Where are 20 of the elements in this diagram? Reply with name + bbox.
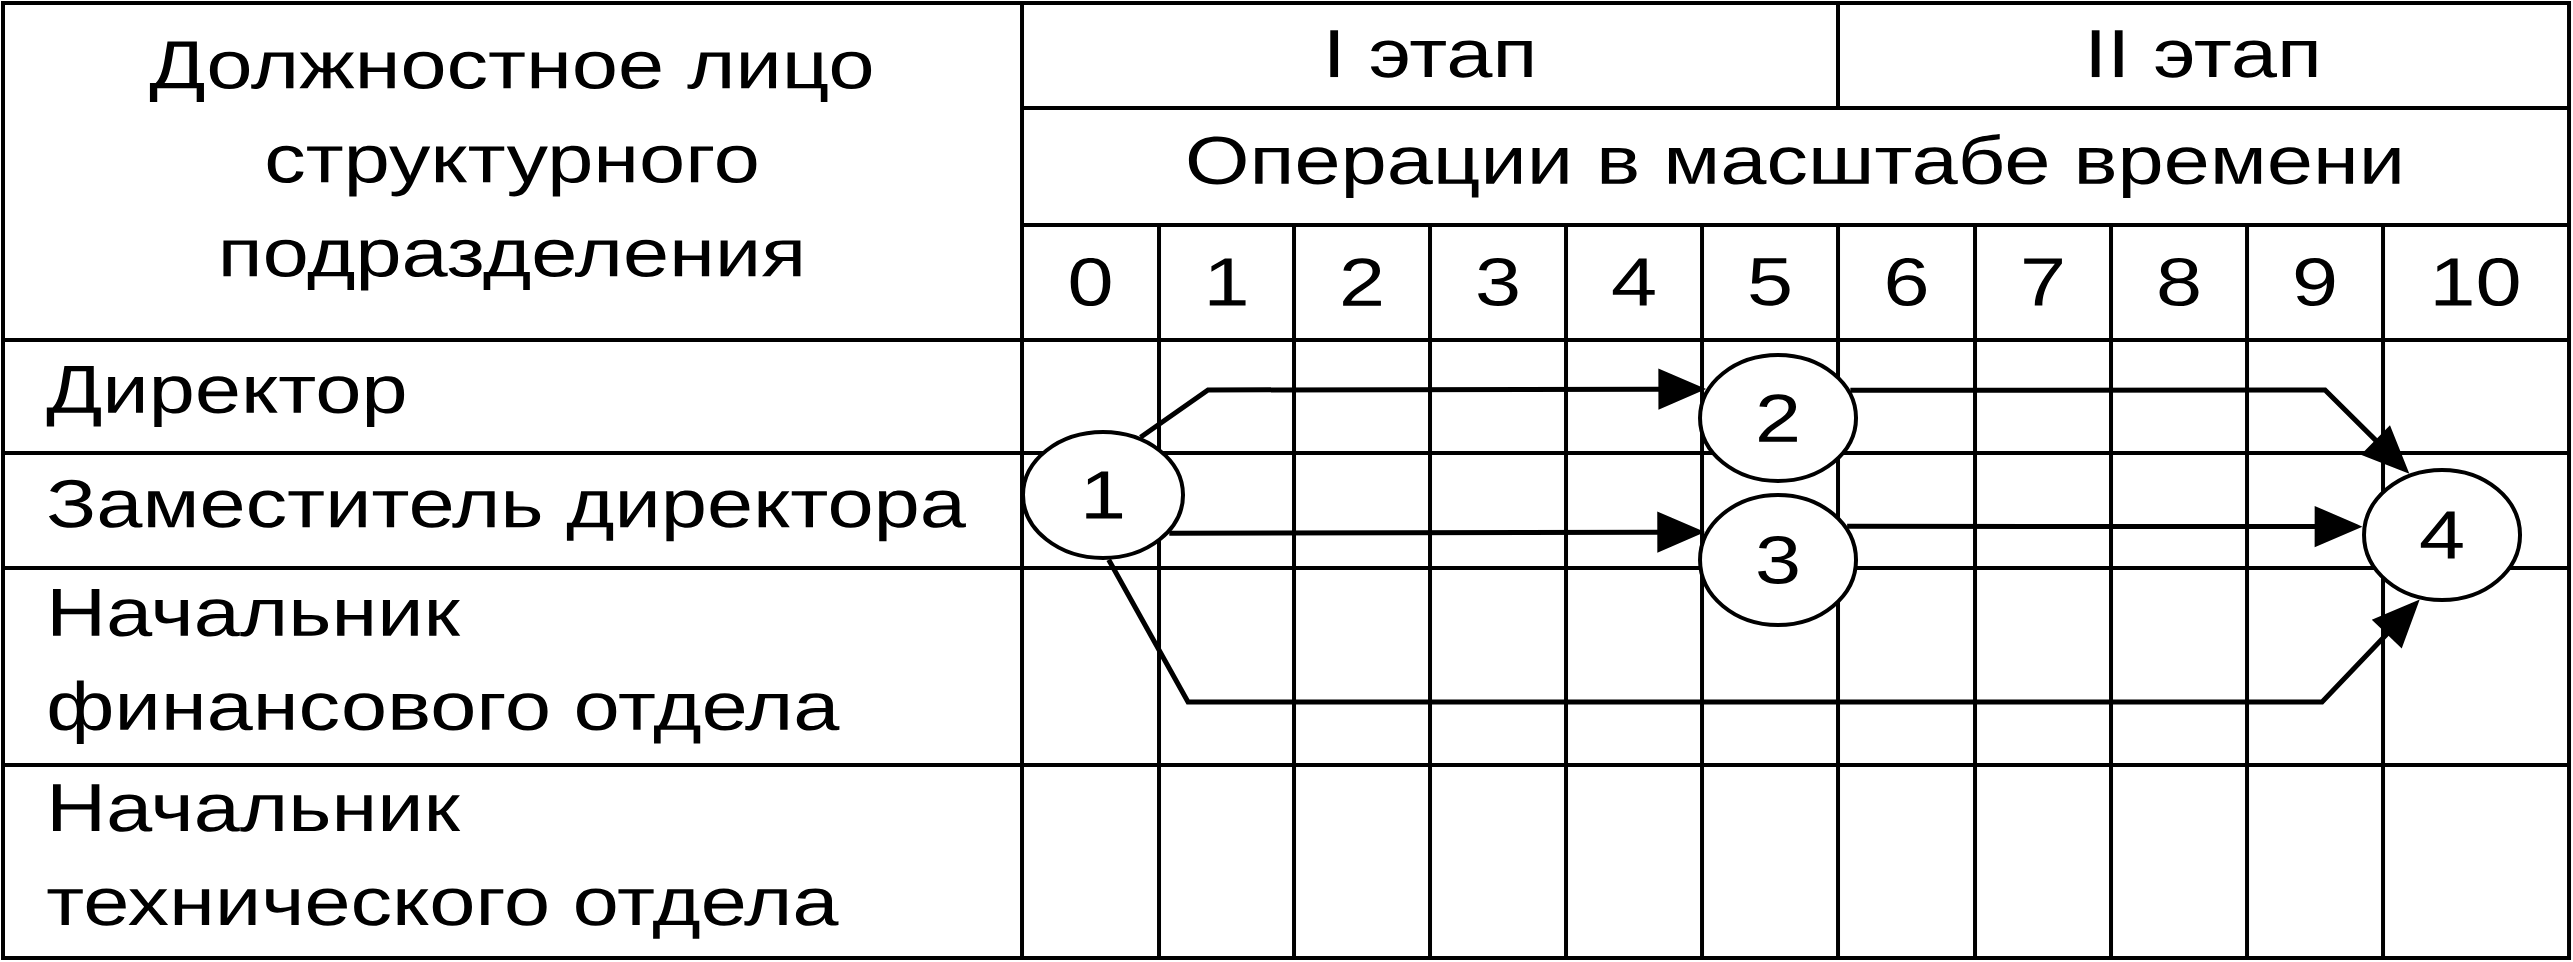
row-label: Начальник технического отдела bbox=[47, 784, 839, 939]
table-header: Должностное лицо структурного подразделения bbox=[149, 41, 872, 291]
node-label: 4 bbox=[2420, 511, 2463, 559]
time-unit-number: 1 bbox=[1209, 258, 1246, 306]
time-scale-header: Операции в масштабе времени bbox=[1188, 134, 2400, 198]
time-unit-number: 9 bbox=[2295, 257, 2335, 307]
row-label: Заместитель директора bbox=[48, 479, 966, 542]
stage-header: I этап bbox=[1330, 30, 1532, 78]
time-unit-number: 2 bbox=[1343, 258, 1381, 306]
time-unit-number: 7 bbox=[2024, 258, 2062, 306]
row-label: Директор bbox=[46, 366, 405, 427]
time-unit-number: 4 bbox=[1612, 258, 1655, 306]
time-unit-number: 10 bbox=[2435, 257, 2519, 307]
time-unit-number: 8 bbox=[2159, 257, 2199, 307]
time-unit-number: 0 bbox=[1070, 257, 1111, 307]
time-unit-number: 3 bbox=[1478, 257, 1518, 307]
row-label: Начальник финансового отдела bbox=[49, 589, 840, 744]
stage-header: II этап bbox=[2091, 30, 2317, 78]
time-unit-number: 6 bbox=[1887, 257, 1926, 307]
time-unit-number: 5 bbox=[1750, 258, 1790, 306]
